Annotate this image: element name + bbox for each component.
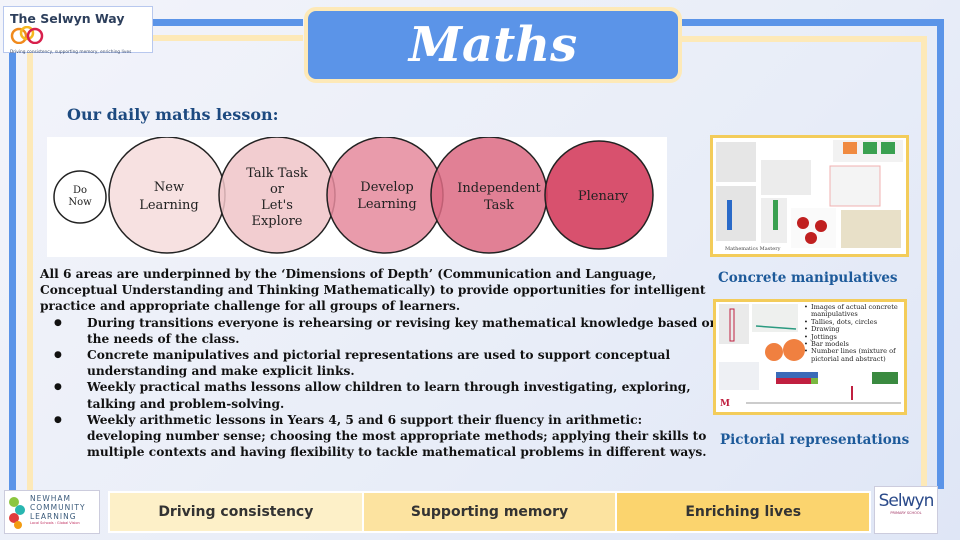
list-item: Number lines (mixture of pictorial and a… [804,348,904,363]
selwyn-logo-tag: PRIMARY SCHOOL [890,511,922,515]
values-banner: Driving consistency Supporting memory En… [108,491,871,533]
value-supporting-memory: Supporting memory [363,493,618,531]
list-item: Jottings [804,333,904,342]
page-title: Maths [304,7,682,83]
frame-line [9,53,16,498]
selwyn-logo-text: Selwyn [878,491,935,511]
list-item: Weekly arithmetic lessons in Years 4, 5 … [50,412,720,461]
frame-line [27,40,33,498]
list-item: Concrete manipulatives and pictorial rep… [50,347,720,379]
frame-line [682,36,927,42]
frame-line [153,19,303,26]
list-item: During transitions everyone is rehearsin… [50,315,720,347]
newham-logo-text: NEWHAM COMMUNITY LEARNING [30,494,86,521]
stage-label: Plenary [578,189,629,204]
frame-line [153,35,303,41]
bullet-list: During transitions everyone is rehearsin… [50,315,720,461]
frame-line [937,19,944,489]
value-driving-consistency: Driving consistency [110,493,364,531]
list-item: Weekly practical maths lessons allow chi… [50,379,720,411]
concrete-caption: Concrete manipulatives [718,270,898,286]
flower-icon [9,497,25,529]
section-heading: Our daily maths lesson: [67,105,279,124]
logo-subtitle: Driving consistency, supporting memory, … [10,50,132,55]
frame-line [921,36,927,491]
pictorial-representations-photo: M Images of actual concrete manipulative… [713,299,907,415]
selwyn-way-logo: The Selwyn Way Driving consistency, supp… [3,6,153,55]
list-item: Drawing [804,325,904,334]
list-item: Tallies, dots, circles [804,318,904,327]
svg-text:M: M [720,399,730,409]
pictorial-caption: Pictorial representations [720,432,910,448]
newham-logo-tag: Local Schools : Global Vision [30,521,80,525]
rings-icon [10,25,44,45]
list-item: Images of actual concrete manipulatives [804,303,904,319]
value-enriching-lives: Enriching lives [617,493,870,531]
pictorial-list: Images of actual concrete manipulatives … [804,303,904,363]
selwyn-logo: Selwyn PRIMARY SCHOOL [874,486,938,534]
body-text: All 6 areas are underpinned by the ‘Dime… [40,266,720,460]
newham-logo: NEWHAM COMMUNITY LEARNING Local Schools … [4,490,100,534]
list-item: Bar models [804,340,904,349]
intro-paragraph: All 6 areas are underpinned by the ‘Dime… [40,267,706,314]
frame-line [682,19,944,26]
logo-title: The Selwyn Way [10,11,125,26]
brand-label: Mathematics Mastery [725,246,781,252]
concrete-manipulatives-photo: Mathematics Mastery [710,135,909,257]
